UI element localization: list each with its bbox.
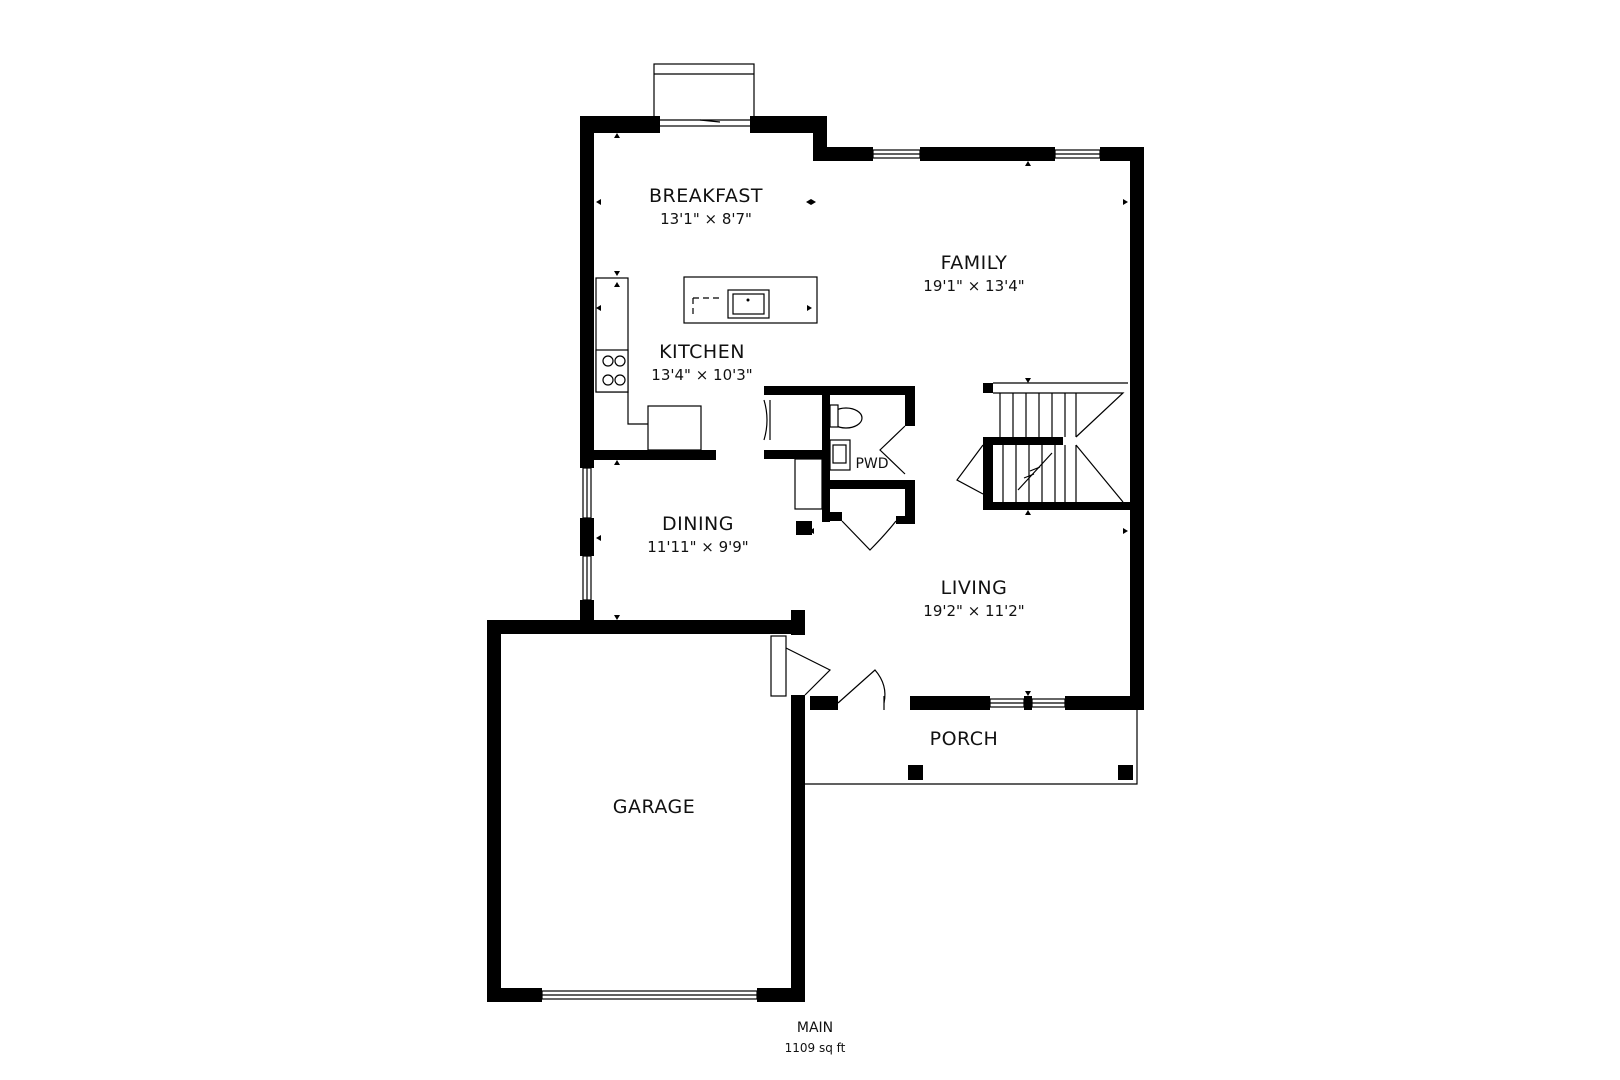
windows <box>582 149 1101 708</box>
kitchen-label: KITCHEN 13'4" × 10'3" <box>651 341 752 384</box>
exterior-walls <box>580 116 1144 710</box>
dining-label: DINING 11'11" × 9'9" <box>647 513 748 556</box>
living-label: LIVING 19'2" × 11'2" <box>923 577 1024 620</box>
breakfast-room-dims: 13'1" × 8'7" <box>660 210 752 228</box>
dining-room-name: DINING <box>662 513 734 535</box>
breakfast-label: BREAKFAST 13'1" × 8'7" <box>649 185 763 228</box>
floor-caption: MAIN 1109 sq ft <box>785 1020 846 1055</box>
breakfast-bay-window <box>653 63 755 127</box>
floor-area: 1109 sq ft <box>785 1041 846 1055</box>
floor-name: MAIN <box>797 1020 833 1036</box>
kitchen-room-dims: 13'4" × 10'3" <box>651 366 752 384</box>
entry-door <box>837 669 886 710</box>
living-room-dims: 19'2" × 11'2" <box>923 602 1024 620</box>
living-room-name: LIVING <box>941 577 1008 599</box>
powder-label: PWD <box>855 456 888 472</box>
family-room-dims: 19'1" × 13'4" <box>923 277 1024 295</box>
porch-label: PORCH <box>930 728 999 750</box>
interior-walls <box>763 386 915 551</box>
breakfast-room-name: BREAKFAST <box>649 185 763 207</box>
dining-room-dims: 11'11" × 9'9" <box>647 538 748 556</box>
garage-walls <box>487 610 832 1002</box>
kitchen-fixtures <box>595 276 818 451</box>
kitchen-room-name: KITCHEN <box>659 341 745 363</box>
powder-room-name: PWD <box>855 456 888 472</box>
family-label: FAMILY 19'1" × 13'4" <box>923 252 1024 295</box>
garage-label: GARAGE <box>613 796 696 818</box>
dimension-ticks <box>596 133 1128 696</box>
porch-outline <box>805 710 1138 785</box>
staircase <box>956 382 1130 510</box>
porch-name: PORCH <box>930 728 999 750</box>
family-room-name: FAMILY <box>941 252 1008 274</box>
garage-name: GARAGE <box>613 796 696 818</box>
